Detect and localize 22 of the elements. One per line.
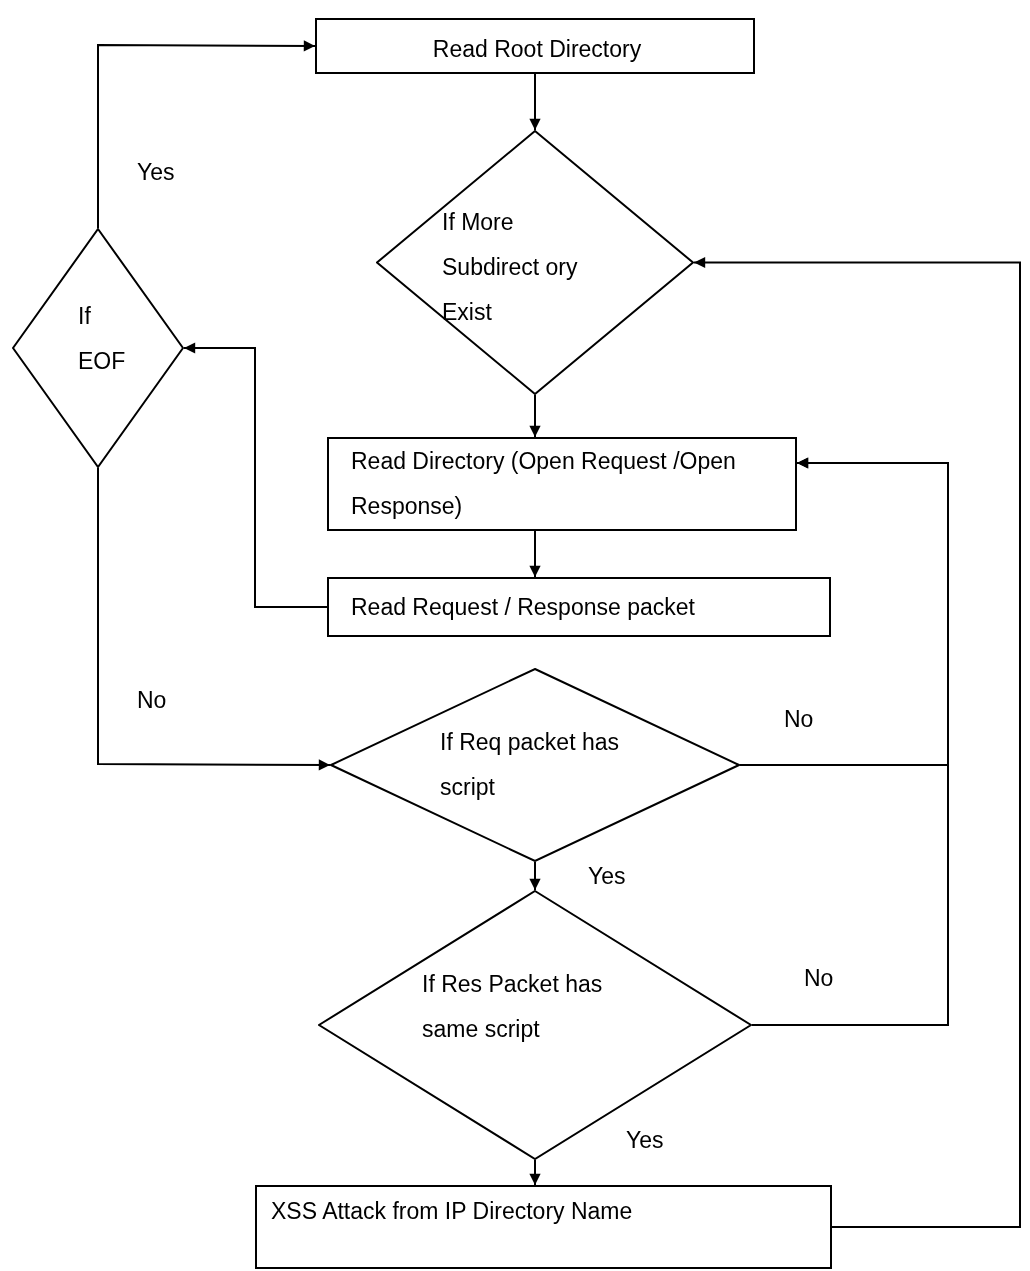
process-box <box>327 577 831 637</box>
arrow <box>97 467 331 771</box>
decision-text: If More Subdirect ory Exist <box>442 208 579 327</box>
process-text: Read Directory (Open Request /Open Response) <box>351 447 737 521</box>
process-box <box>315 18 755 74</box>
process-text: XSS Attack from IP Directory Name <box>271 1197 634 1226</box>
arrow <box>751 457 949 1026</box>
arrow <box>529 530 541 578</box>
process-text: Read Root Directory <box>431 35 643 64</box>
arrow <box>529 73 541 131</box>
arrow <box>529 394 541 438</box>
process-text: Read Request / Response packet <box>351 593 696 622</box>
decision-text: If Res Packet has same script <box>422 970 604 1044</box>
arrow <box>529 861 541 891</box>
arrow <box>183 342 328 608</box>
arrow <box>693 256 1021 1228</box>
arrow <box>97 40 316 229</box>
decision-text: If Req packet has script <box>440 728 620 802</box>
decision-text: If EOF <box>78 302 127 376</box>
arrow <box>529 1159 541 1186</box>
process-box <box>255 1185 832 1269</box>
process-box <box>327 437 797 531</box>
